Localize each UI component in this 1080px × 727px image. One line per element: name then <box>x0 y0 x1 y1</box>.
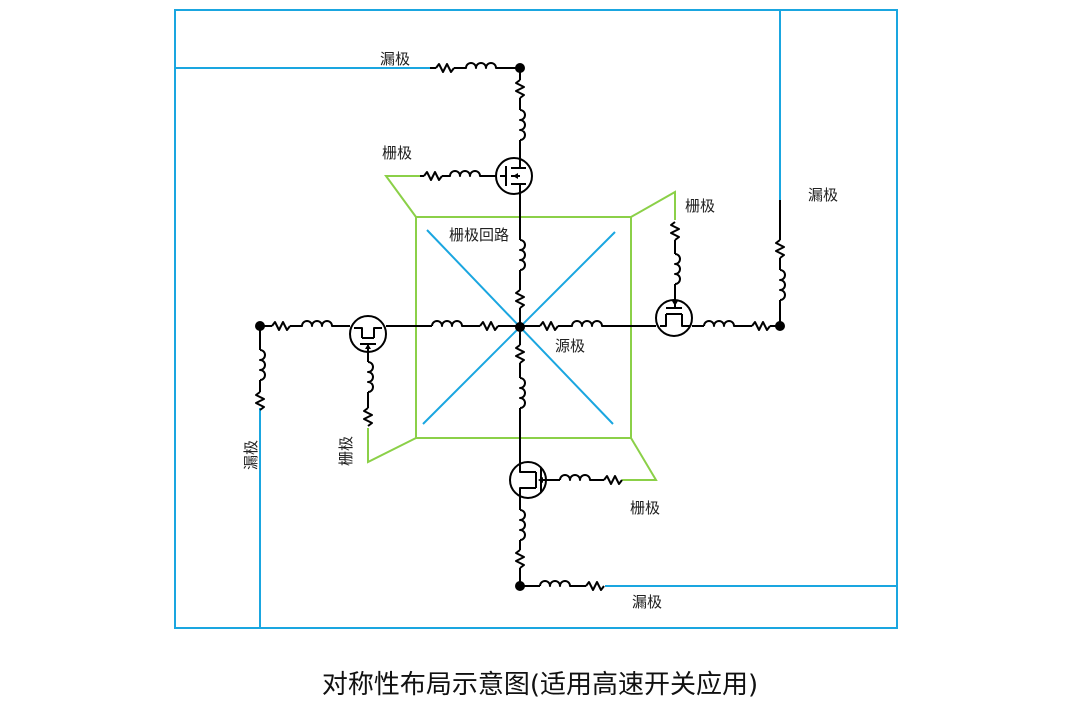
gate-trace-top <box>384 175 420 218</box>
resistor-symbol <box>515 344 525 364</box>
label-drain-left: 漏极 <box>242 440 260 470</box>
inductor-symbol <box>539 580 586 587</box>
resistor-symbol <box>271 321 291 331</box>
resistor-symbol <box>775 239 785 259</box>
resistor-symbol <box>363 407 373 427</box>
resistor-symbol <box>670 221 680 241</box>
resistor-symbol <box>435 63 455 73</box>
inductor-symbol <box>442 170 498 177</box>
transistor-right <box>655 299 693 337</box>
inductor-symbol <box>519 239 526 271</box>
resistor-symbol <box>255 391 265 411</box>
inductor-symbol <box>259 349 266 381</box>
drain-trace-outer-frame <box>174 9 898 629</box>
label-gate-bottom: 栅极 <box>630 499 660 517</box>
inductor-symbol <box>519 109 526 141</box>
junction-dot <box>515 322 525 332</box>
inductor-symbol <box>519 377 526 409</box>
label-drain-bottom: 漏极 <box>632 593 662 611</box>
inductor-symbol <box>674 253 681 285</box>
resistor-symbol <box>515 79 525 99</box>
transistor-top <box>495 157 533 195</box>
transistor-bottom <box>509 461 547 499</box>
junction-dot <box>515 581 525 591</box>
junction-dot <box>775 321 785 331</box>
transistor-left <box>349 315 387 353</box>
junction-dot <box>255 321 265 331</box>
inductor-symbol <box>779 269 786 301</box>
inductor-symbol <box>703 320 752 327</box>
resistor-symbol <box>423 171 443 181</box>
drain-traces <box>174 9 898 629</box>
figure-caption: 对称性布局示意图(适用高速开关应用) <box>321 670 759 700</box>
label-source: 源极 <box>555 337 585 355</box>
inductor-symbol <box>558 320 656 327</box>
label-drain-top: 漏极 <box>380 50 410 68</box>
resistor-symbol <box>751 321 771 331</box>
resistor-symbol <box>515 289 525 309</box>
inductor-symbol <box>519 509 526 541</box>
resistor-symbol <box>539 321 559 331</box>
inductor-symbol <box>431 320 480 327</box>
gate-trace-right <box>630 190 676 220</box>
resistor-symbol <box>515 549 525 569</box>
inductor-symbol <box>367 361 374 393</box>
label-drain-right: 漏极 <box>808 186 838 204</box>
inductor-symbol <box>290 320 350 327</box>
resistor-symbol <box>479 321 499 331</box>
gate-loop-traces <box>367 175 676 481</box>
label-gate-left: 栅极 <box>337 436 355 466</box>
inductor-symbol <box>454 62 520 69</box>
label-gate-right: 栅极 <box>685 197 715 215</box>
junction-dots <box>255 63 785 591</box>
label-gate-top: 栅极 <box>382 144 412 162</box>
resistor-symbol <box>585 581 605 591</box>
gate-trace-bottom <box>622 437 658 481</box>
inductor-symbol <box>559 474 604 481</box>
junction-dot <box>515 63 525 73</box>
circuit-wiring <box>255 62 786 591</box>
resistor-symbol <box>603 475 623 485</box>
label-gate-loop: 栅极回路 <box>449 226 509 244</box>
gate-trace-left <box>367 428 417 464</box>
